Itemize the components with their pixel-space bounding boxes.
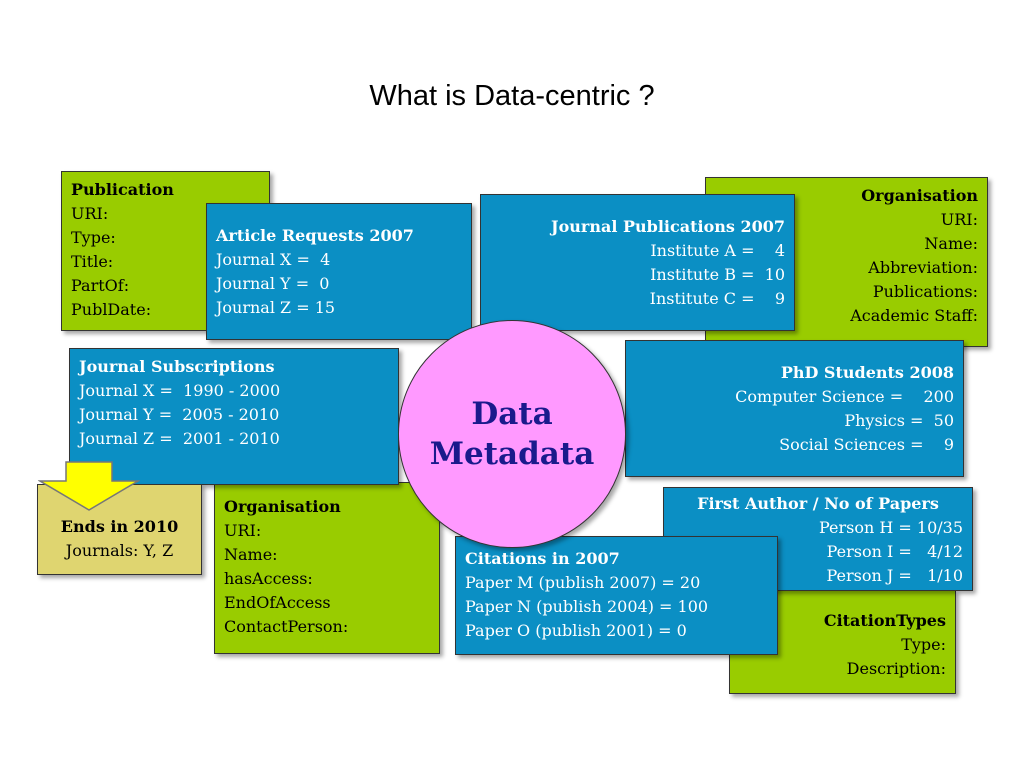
first-author-line: Person J = 1/10 xyxy=(826,566,964,585)
organisation-top-line: URI: xyxy=(940,210,978,229)
organisation-bottom-line: Name: xyxy=(224,545,278,564)
citations-line: Paper M (publish 2007) = 20 xyxy=(465,573,701,592)
organisation-top-line: Abbreviation: xyxy=(868,258,978,277)
organisation-bottom-line: ContactPerson: xyxy=(224,617,349,636)
phd-students-line: Physics = 50 xyxy=(844,411,954,430)
journal-publications-box: Journal Publications 2007 Institute A = … xyxy=(480,194,795,331)
phd-students-heading: PhD Students 2008 xyxy=(780,363,954,382)
journal-publications-heading: Journal Publications 2007 xyxy=(551,217,785,236)
slide-title: What is Data-centric ? xyxy=(369,80,655,112)
phd-students-line: Social Sciences = 9 xyxy=(779,435,954,454)
phd-students-box: PhD Students 2008 Computer Science = 200… xyxy=(625,340,964,477)
publication-line: URI: xyxy=(71,204,109,223)
organisation-bottom-line: EndOfAccess xyxy=(224,593,331,612)
organisation-top-line: Academic Staff: xyxy=(850,306,978,325)
citations-line: Paper O (publish 2001) = 0 xyxy=(465,621,687,640)
data-metadata-circle: Data Metadata xyxy=(398,320,626,548)
organisation-top-line: Name: xyxy=(924,234,978,253)
first-author-heading: First Author / No of Papers xyxy=(697,494,939,513)
article-requests-line: Journal Y = 0 xyxy=(216,274,330,293)
organisation-bottom-line: hasAccess: xyxy=(224,569,313,588)
publication-line: Type: xyxy=(71,228,116,247)
ends-in-box: Ends in 2010 Journals: Y, Z xyxy=(37,484,202,575)
publication-heading: Publication xyxy=(71,180,174,199)
first-author-line: Person I = 4/12 xyxy=(826,542,963,561)
down-arrow-icon xyxy=(38,461,140,511)
article-requests-line: Journal X = 4 xyxy=(216,250,331,269)
organisation-top-line: Publications: xyxy=(872,282,978,301)
journal-publications-line: Institute B = 10 xyxy=(650,265,785,284)
journal-publications-line: Institute A = 4 xyxy=(650,241,785,260)
circle-line-metadata: Metadata xyxy=(429,436,595,472)
first-author-line: Person H = 10/35 xyxy=(818,518,963,537)
journal-subscriptions-box: Journal Subscriptions Journal X = 1990 -… xyxy=(69,348,399,485)
article-requests-heading: Article Requests 2007 xyxy=(216,226,414,245)
organisation-top-heading: Organisation xyxy=(861,186,978,205)
publication-line: PublDate: xyxy=(71,300,152,319)
citation-types-heading: CitationTypes xyxy=(823,611,946,630)
publication-line: PartOf: xyxy=(71,276,130,295)
journal-subscriptions-line: Journal Z = 2001 - 2010 xyxy=(79,429,280,448)
phd-students-line: Computer Science = 200 xyxy=(735,387,954,406)
organisation-bottom-line: URI: xyxy=(224,521,262,540)
citations-box: Citations in 2007 Paper M (publish 2007)… xyxy=(455,536,778,655)
journal-subscriptions-line: Journal X = 1990 - 2000 xyxy=(79,381,281,400)
article-requests-box: Article Requests 2007 Journal X = 4 Jour… xyxy=(206,203,472,340)
journal-subscriptions-line: Journal Y = 2005 - 2010 xyxy=(79,405,280,424)
article-requests-line: Journal Z = 15 xyxy=(216,298,336,317)
citation-types-line: Type: xyxy=(901,635,946,654)
organisation-bottom-box: Organisation URI: Name: hasAccess: EndOf… xyxy=(214,482,440,654)
circle-line-data: Data xyxy=(471,396,553,432)
citations-heading: Citations in 2007 xyxy=(465,549,620,568)
citation-types-line: Description: xyxy=(846,659,946,678)
journal-publications-line: Institute C = 9 xyxy=(649,289,785,308)
organisation-bottom-heading: Organisation xyxy=(224,497,341,516)
citations-line: Paper N (publish 2004) = 100 xyxy=(465,597,709,616)
ends-in-line: Journals: Y, Z xyxy=(65,541,174,560)
publication-line: Title: xyxy=(71,252,114,271)
ends-in-heading: Ends in 2010 xyxy=(60,517,179,536)
journal-subscriptions-heading: Journal Subscriptions xyxy=(79,357,275,376)
